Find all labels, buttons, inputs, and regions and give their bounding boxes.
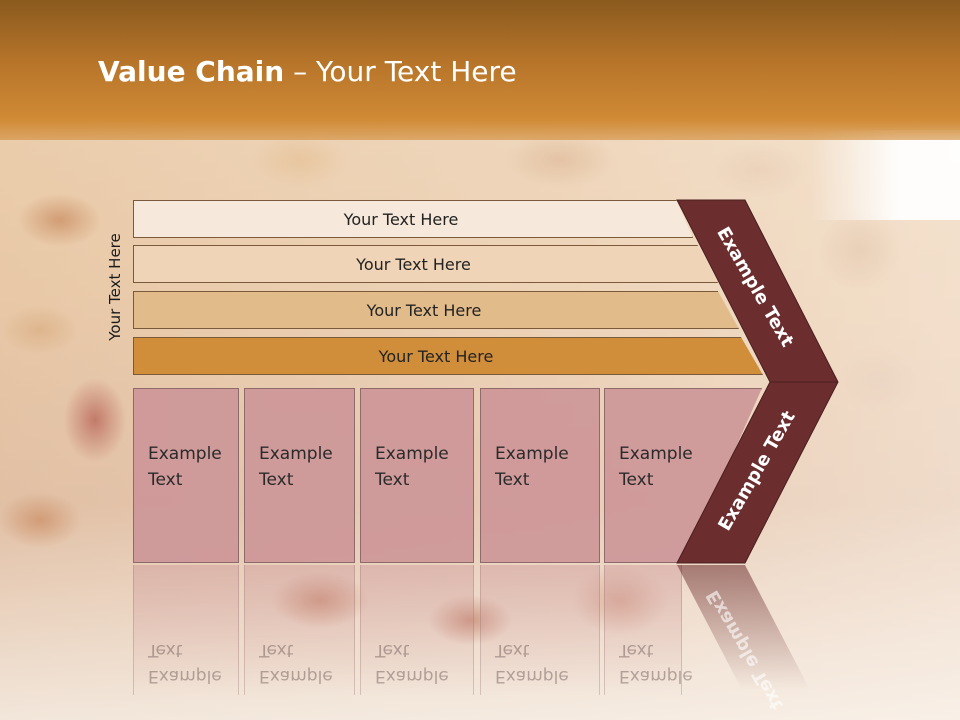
block-line-1: Example <box>148 444 222 464</box>
support-bar-label: Your Text Here <box>356 254 471 274</box>
support-bar-label: Your Text Here <box>378 346 494 366</box>
block-line-1: Example <box>619 444 693 464</box>
support-bar-3[interactable]: Your Text Here <box>133 291 739 329</box>
block-line-2: Text <box>619 470 654 490</box>
title-rest: – Your Text Here <box>284 55 517 88</box>
support-bar-2[interactable]: Your Text Here <box>133 245 718 283</box>
slide-title[interactable]: Value Chain – Your Text Here <box>98 55 517 88</box>
block-line-2: Text <box>148 470 183 490</box>
block-line-1: Example <box>495 444 569 464</box>
title-bold: Value Chain <box>98 55 285 88</box>
support-bar-4[interactable]: Your Text Here <box>133 337 763 375</box>
support-bar-label: Your Text Here <box>343 209 459 229</box>
block-line-1: Example <box>259 444 333 464</box>
support-bar-label: Your Text Here <box>366 300 482 320</box>
support-bar-1[interactable]: Your Text Here <box>133 200 693 238</box>
chevron-reflection <box>677 565 810 690</box>
title-band <box>0 0 960 140</box>
background-highlight <box>810 130 960 220</box>
block-line-2: Text <box>495 470 530 490</box>
block-line-2: Text <box>259 470 294 490</box>
block-line-1: Example <box>375 444 449 464</box>
block-line-2: Text <box>375 470 410 490</box>
